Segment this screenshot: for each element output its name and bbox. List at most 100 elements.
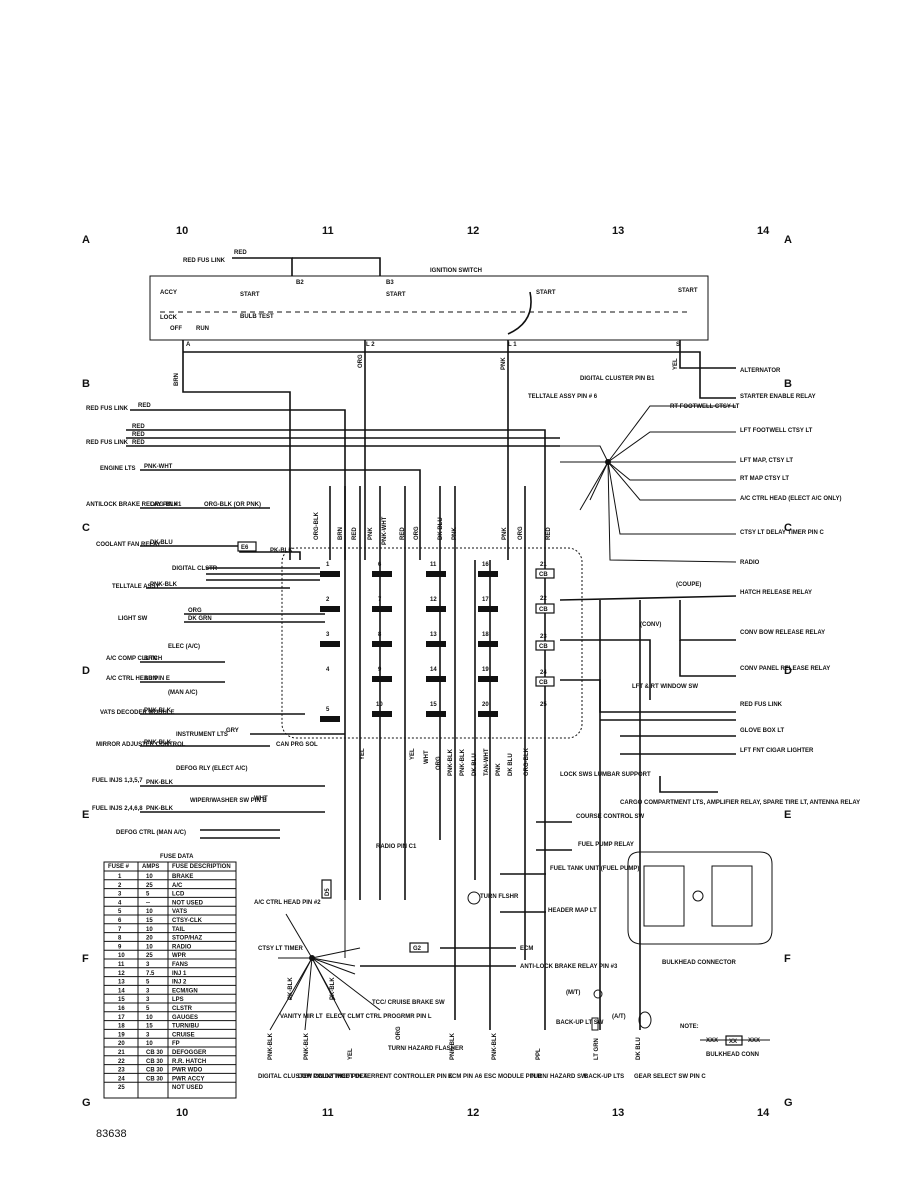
wire bbox=[607, 461, 736, 501]
wire-color-label: PNK bbox=[452, 527, 458, 540]
connection-label: RED FUS LINK bbox=[740, 702, 783, 708]
connection-label: BACK-UP LTS bbox=[584, 1074, 624, 1080]
wire-color-label: BRN bbox=[174, 373, 180, 386]
column-label: 10 bbox=[176, 1107, 188, 1119]
wire bbox=[269, 957, 313, 1031]
fuse-number-cell: 14 bbox=[118, 988, 125, 994]
fuse-number: 18 bbox=[482, 632, 489, 638]
amps-cell: 10 bbox=[146, 1041, 153, 1047]
description-cell: DEFOGGER bbox=[172, 1050, 207, 1056]
description-cell: VATS bbox=[172, 909, 187, 915]
wire-color-label: PNK-BLK bbox=[460, 748, 466, 776]
wire bbox=[607, 461, 737, 563]
left-labels: RED FUS LINK RED FUS LINK ENGINE LTS ANT… bbox=[86, 406, 318, 836]
wire-color-label: RED bbox=[138, 403, 151, 409]
wire-color-label: PNK bbox=[368, 527, 374, 540]
fuse: 10 bbox=[372, 702, 392, 717]
fuse-number: 24 bbox=[540, 670, 547, 676]
connection-label: COOLANT FAN RELAY bbox=[96, 542, 161, 548]
wire-color-label: WHT bbox=[424, 750, 430, 764]
table-header: FUSE DESCRIPTION bbox=[172, 864, 231, 870]
amps-cell: 3 bbox=[146, 988, 150, 994]
column-label: 11 bbox=[322, 1107, 334, 1119]
switch-symbol bbox=[591, 1017, 599, 1031]
switch-position-label: ACCY bbox=[160, 290, 177, 296]
column-label: 14 bbox=[757, 225, 770, 237]
fuse: 5 bbox=[320, 707, 340, 722]
wire-color-label: PNK-BLK bbox=[146, 780, 174, 786]
description-cell: PWR ACCY bbox=[172, 1076, 204, 1082]
connection-label: INSTRUMENT LTS bbox=[176, 732, 228, 738]
wire bbox=[607, 461, 736, 535]
connector-label: D5 bbox=[325, 888, 331, 896]
connection-label: (MAN A/C) bbox=[168, 690, 197, 696]
amps-cell: 10 bbox=[146, 927, 153, 933]
column-label: 13 bbox=[612, 225, 624, 237]
amps-cell: 10 bbox=[146, 909, 153, 915]
connection-label: THEFT DETERRENT CONTROLLER PIN K bbox=[334, 1074, 453, 1080]
switch-position-label: START bbox=[536, 290, 556, 296]
wire-color-label: YEL bbox=[360, 748, 366, 760]
left-wires bbox=[126, 409, 560, 839]
wire-color-label: PNK bbox=[496, 763, 502, 776]
fuse-number-cell: 4 bbox=[118, 900, 122, 906]
wire-color-label: RED bbox=[400, 527, 406, 540]
description-cell: NOT USED bbox=[172, 1085, 204, 1091]
bulkhead-outline bbox=[627, 851, 773, 945]
bulkhead-pin-block bbox=[711, 865, 753, 927]
wire bbox=[183, 351, 736, 399]
amps-cell: -- bbox=[146, 900, 150, 906]
wire-color-label: YEL bbox=[410, 748, 416, 760]
bulkhead-note-xxx: XXX bbox=[706, 1038, 718, 1044]
connection-label: RED FUS LINK bbox=[86, 406, 129, 412]
fuse-number-cell: 17 bbox=[118, 1015, 125, 1021]
connection-label: CTSY LT TIMER bbox=[258, 946, 303, 952]
connection-label: MIRROR ADJUSTER CONTROL bbox=[96, 742, 186, 748]
amps-cell: 20 bbox=[146, 936, 153, 942]
fuse-number-cell: 22 bbox=[118, 1059, 125, 1065]
fuse-number: 15 bbox=[430, 702, 437, 708]
description-cell: FANS bbox=[172, 962, 188, 968]
connection-label: CARGO COMPARTMENT LTS, AMPLIFIER RELAY, … bbox=[620, 800, 860, 806]
turn-flasher-symbol bbox=[467, 891, 481, 905]
fuse-number: 12 bbox=[430, 597, 437, 603]
wire-color-label: DK BLU bbox=[636, 1037, 642, 1060]
wire-color-label: RED bbox=[234, 250, 247, 256]
connector-d5 bbox=[321, 879, 332, 899]
fuse-number: 4 bbox=[326, 667, 330, 673]
wire-color-label: PNK-BLK bbox=[150, 582, 178, 588]
fuse-number: 21 bbox=[540, 562, 547, 568]
row-label: C bbox=[82, 522, 90, 534]
wire-color-label: PNK-BLK bbox=[304, 1032, 310, 1060]
connection-label: TCC/ CRUISE BRAKE SW bbox=[372, 1000, 445, 1006]
amps-cell: 15 bbox=[146, 918, 153, 924]
wire-color-label: PNK bbox=[501, 357, 507, 370]
connection-label: LOCK SWS LUMBAR SUPPORT bbox=[560, 772, 651, 778]
fuse-number: 11 bbox=[430, 562, 437, 568]
connection-label: ELECT CLMT CTRL PROGRMR PIN L bbox=[326, 1014, 432, 1020]
wire-color-label: PNK-BLK bbox=[448, 748, 454, 776]
connection-label: TELLTALE ASSY PIN # 6 bbox=[528, 394, 598, 400]
wire-color-label: YEL bbox=[348, 1048, 354, 1060]
column-label: 14 bbox=[757, 1107, 770, 1119]
wire-color-label: LT GRN bbox=[594, 1038, 600, 1060]
fuse-number-cell: 13 bbox=[118, 980, 125, 986]
connection-label: ESC MODULE PIN B bbox=[484, 1074, 542, 1080]
row-label: F bbox=[784, 953, 791, 965]
wire bbox=[289, 957, 313, 1001]
fuse-number: 19 bbox=[482, 667, 489, 673]
amps-cell: 15 bbox=[146, 1024, 153, 1030]
connection-label: ALTERNATOR bbox=[740, 368, 781, 374]
wire bbox=[182, 340, 291, 560]
description-cell: CTSY-CLK bbox=[172, 918, 203, 924]
connection-label: VATS DECODER MODULE bbox=[100, 710, 174, 716]
amps-cell: CB 30 bbox=[146, 1059, 164, 1065]
wire-color-label: RED bbox=[132, 440, 145, 446]
column-label: 10 bbox=[176, 225, 188, 237]
connection-label: ECM PIN A6 bbox=[448, 1074, 483, 1080]
connection-label: LFT FNT CIGAR LIGHTER bbox=[740, 748, 814, 754]
wire bbox=[140, 545, 301, 560]
cb-label: CB bbox=[539, 572, 548, 578]
